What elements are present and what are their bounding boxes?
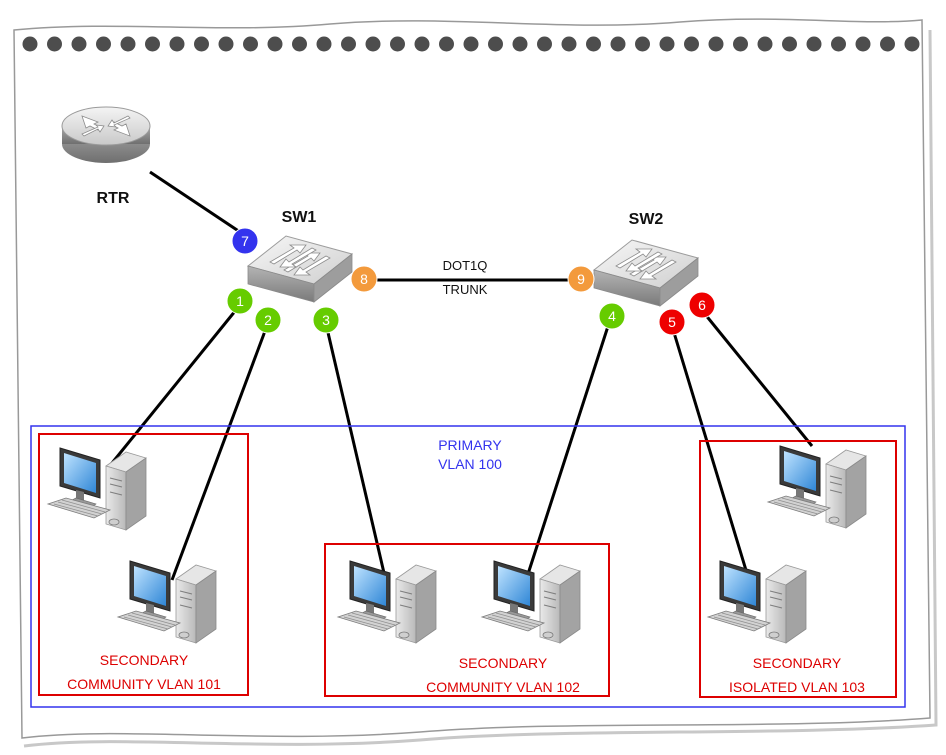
secondary-vlan-box <box>699 440 897 698</box>
secondary-vlan-title: SECONDARY <box>459 655 548 671</box>
binder-hole <box>47 36 62 52</box>
port-dot <box>231 227 259 255</box>
port-marker: 8 <box>350 265 378 293</box>
port-number: 2 <box>264 312 272 328</box>
secondary-vlan-name: ISOLATED VLAN 103 <box>729 679 865 695</box>
binder-hole <box>782 36 797 52</box>
port-dot <box>254 306 282 334</box>
binder-hole <box>733 36 748 52</box>
port-dot <box>312 306 340 334</box>
binder-hole <box>855 36 871 52</box>
port-dot <box>350 265 378 293</box>
binder-hole <box>243 36 258 52</box>
port-number: 7 <box>241 233 249 249</box>
binder-hole <box>757 36 773 52</box>
binder-hole <box>316 36 332 52</box>
port-number: 9 <box>577 271 585 287</box>
secondary-vlan-name: COMMUNITY VLAN 102 <box>426 679 580 695</box>
port-number: 6 <box>698 297 706 313</box>
binder-hole <box>71 36 87 52</box>
trunk-label-line1: DOT1Q <box>443 258 488 273</box>
binder-hole <box>708 36 724 52</box>
binder-hole <box>880 36 895 52</box>
binder-hole <box>292 36 307 52</box>
port-marker: 9 <box>567 265 595 293</box>
network-link <box>526 319 612 575</box>
binder-hole <box>561 36 577 52</box>
secondary-vlan-boxes: SECONDARY COMMUNITY VLAN 101 SECONDARY COMM… <box>38 433 897 698</box>
network-link <box>324 323 386 574</box>
port-marker: 7 <box>231 227 259 255</box>
network-link <box>670 325 754 591</box>
port-number: 4 <box>608 308 616 324</box>
binder-holes <box>22 36 920 52</box>
secondary-vlan-box <box>324 543 610 697</box>
network-link <box>698 307 814 447</box>
switch2-label: SW2 <box>629 211 664 228</box>
primary-vlan-box <box>30 425 906 708</box>
primary-vlan-id: VLAN 100 <box>438 456 502 472</box>
network-links <box>106 170 814 591</box>
port-number: 1 <box>236 293 244 309</box>
port-markers: 1 2 3 4 5 6 7 8 9 <box>226 227 716 336</box>
binder-hole <box>365 36 381 52</box>
port-number: 3 <box>322 312 330 328</box>
secondary-vlan-name: COMMUNITY VLAN 101 <box>67 676 221 692</box>
port-marker: 5 <box>658 308 686 336</box>
secondary-vlan-box <box>38 433 249 696</box>
binder-hole <box>806 36 822 52</box>
binder-hole <box>22 36 38 52</box>
binder-hole <box>904 36 920 52</box>
port-dot <box>598 302 626 330</box>
secondary-vlan-title: SECONDARY <box>753 655 842 671</box>
router-label: RTR <box>97 190 130 207</box>
binder-hole <box>194 36 209 52</box>
binder-hole <box>341 36 356 52</box>
binder-hole <box>537 36 552 52</box>
binder-hole <box>659 36 675 52</box>
binder-hole <box>120 36 136 52</box>
binder-hole <box>635 36 650 52</box>
port-marker: 3 <box>312 306 340 334</box>
port-dot <box>226 287 254 315</box>
binder-hole <box>390 36 405 52</box>
secondary-vlan-title: SECONDARY <box>100 652 189 668</box>
binder-hole <box>439 36 454 52</box>
binder-hole <box>610 36 626 52</box>
port-dot <box>658 308 686 336</box>
binder-hole <box>145 36 160 52</box>
binder-hole <box>267 36 283 52</box>
switch1-label: SW1 <box>282 209 317 226</box>
binder-hole <box>169 36 185 52</box>
trunk-label-line2: TRUNK <box>443 282 488 297</box>
binder-hole <box>414 36 430 52</box>
port-number: 5 <box>668 314 676 330</box>
port-marker: 4 <box>598 302 626 330</box>
port-marker: 2 <box>254 306 282 334</box>
port-marker: 1 <box>226 287 254 315</box>
router-icon[interactable] <box>61 106 151 164</box>
network-link <box>149 170 241 234</box>
primary-vlan-title: PRIMARY <box>438 437 502 453</box>
network-link <box>106 304 242 469</box>
binder-hole <box>96 36 111 52</box>
port-dot <box>688 291 716 319</box>
port-dot <box>567 265 595 293</box>
binder-hole <box>684 36 699 52</box>
binder-hole <box>512 36 528 52</box>
network-link <box>170 322 270 581</box>
binder-hole <box>463 36 479 52</box>
binder-hole <box>586 36 601 52</box>
binder-hole <box>218 36 234 52</box>
binder-hole <box>488 36 503 52</box>
port-number: 8 <box>360 271 368 287</box>
binder-hole <box>831 36 846 52</box>
paper-shadow <box>23 29 938 748</box>
port-marker: 6 <box>688 291 716 319</box>
